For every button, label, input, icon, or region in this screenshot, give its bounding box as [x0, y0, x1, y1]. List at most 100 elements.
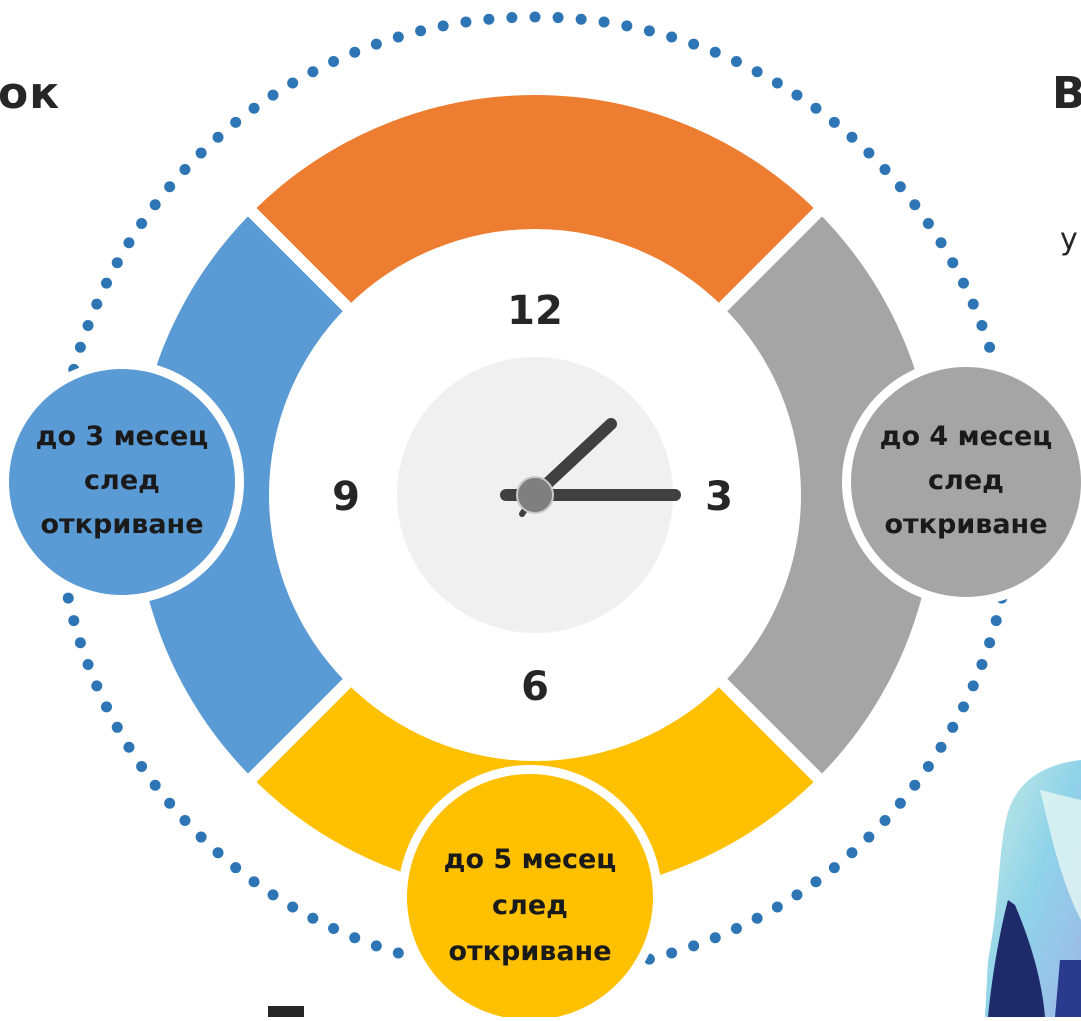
ring-dot — [328, 56, 340, 68]
ring-dot — [957, 277, 969, 289]
ring-dot — [529, 11, 541, 23]
ring-dot — [136, 761, 148, 773]
segment-separator — [711, 671, 826, 786]
ring-dot — [349, 46, 361, 58]
ring-dot — [370, 38, 382, 50]
ring-dot — [730, 56, 742, 68]
ring-dot — [111, 257, 123, 269]
ring-dot — [863, 147, 875, 159]
badge-gray-line-3: откриване — [884, 509, 1047, 540]
ring-dot — [976, 319, 988, 331]
ring-dot — [212, 847, 224, 859]
ring-dot — [111, 721, 123, 733]
ring-dot — [179, 815, 191, 827]
ring-dot — [437, 20, 449, 32]
ring-dot — [62, 592, 74, 604]
ring-dot — [828, 862, 840, 874]
badge-gray-circle — [851, 367, 1081, 597]
ring-dot — [123, 741, 135, 753]
ring-dot — [828, 116, 840, 128]
ring-dot — [82, 319, 94, 331]
ring-dot — [709, 932, 721, 944]
ring-dot — [74, 637, 86, 649]
ring-dot — [101, 277, 113, 289]
ring-dot — [666, 947, 678, 959]
ring-dot — [967, 298, 979, 310]
ring-dot — [791, 89, 803, 101]
heading-fragment-right: В — [1052, 68, 1081, 119]
ring-dot — [879, 815, 891, 827]
segment-separators — [244, 204, 826, 786]
ring-dot — [164, 181, 176, 193]
ring-dot — [894, 797, 906, 809]
badge-blue: до 3 месец след откриване — [0, 360, 244, 604]
clock-number-9: 9 — [332, 474, 360, 520]
segment-separator — [711, 204, 826, 319]
ring-dot — [506, 12, 518, 24]
ring-dot — [575, 13, 587, 25]
ring-dot — [164, 797, 176, 809]
ring-dot — [195, 831, 207, 843]
ring-segment-right — [718, 212, 935, 778]
ring-dot — [179, 163, 191, 175]
segment-separator — [244, 204, 359, 319]
text-fragment-right: у — [1060, 222, 1078, 257]
ring-dot — [149, 199, 161, 211]
ring-dot — [730, 922, 742, 934]
clock-number-3: 3 — [705, 474, 733, 520]
ring-dot — [771, 901, 783, 913]
ring-dot — [82, 659, 94, 671]
ring-dot — [307, 66, 319, 78]
badge-blue-line-3: откриване — [40, 509, 203, 540]
ring-dot — [863, 831, 875, 843]
badge-gray-line-1: до 4 месец — [880, 421, 1053, 452]
ring-dot — [74, 341, 86, 353]
ring-dot — [136, 217, 148, 229]
segment-separator — [244, 671, 359, 786]
character-illustration — [985, 760, 1081, 1017]
ring-dot — [751, 912, 763, 924]
ring-dot — [248, 102, 260, 114]
ring-dot — [922, 761, 934, 773]
ring-dot — [967, 680, 979, 692]
ring-dot — [91, 298, 103, 310]
ring-dot — [91, 680, 103, 692]
ring-dot — [307, 912, 319, 924]
badge-yellow-line-1: до 5 месец — [444, 844, 617, 875]
ring-dot — [810, 102, 822, 114]
badge-blue-line-1: до 3 месец — [36, 421, 209, 452]
clock-number-12: 12 — [507, 288, 563, 334]
ring-dot — [415, 25, 427, 37]
ring-dot — [230, 862, 242, 874]
badge-gray-line-2: след — [928, 465, 1004, 496]
ring-dot — [248, 876, 260, 888]
ring-dot — [846, 847, 858, 859]
ring-dot — [230, 116, 242, 128]
clock-number-6: 6 — [521, 664, 549, 710]
ring-dot — [984, 637, 996, 649]
ring-dot — [935, 237, 947, 249]
ring-dot — [751, 66, 763, 78]
ring-dot — [688, 940, 700, 952]
ring-dot — [947, 721, 959, 733]
ring-dot — [483, 13, 495, 25]
ring-dot — [267, 889, 279, 901]
ring-dot — [666, 31, 678, 43]
ring-dot — [123, 237, 135, 249]
clock-pivot — [516, 476, 554, 514]
heading-fragment-left: ок — [0, 68, 61, 119]
ring-dot — [149, 779, 161, 791]
badge-yellow-line-2: след — [492, 890, 568, 921]
ring-dot — [287, 77, 299, 89]
ring-dot — [990, 615, 1002, 627]
ring-dot — [879, 163, 891, 175]
ring-dot — [894, 181, 906, 193]
ring-dot — [328, 922, 340, 934]
ring-dot — [643, 25, 655, 37]
ring-dot — [370, 940, 382, 952]
ring-dot — [984, 341, 996, 353]
ring-dot — [810, 876, 822, 888]
ring-dot — [922, 217, 934, 229]
badge-yellow-circle — [407, 774, 653, 1020]
